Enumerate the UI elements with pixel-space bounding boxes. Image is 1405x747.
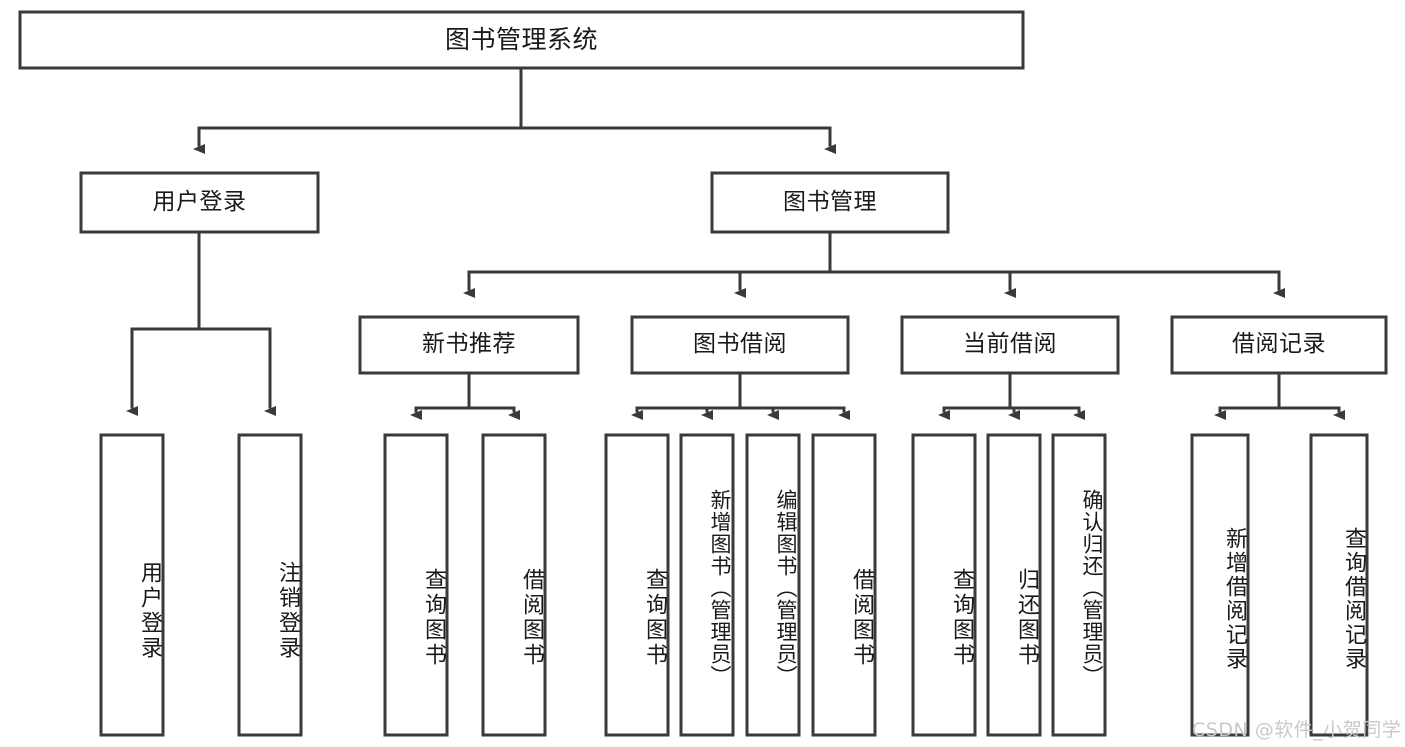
leaf-add-book-admin[interactable] <box>679 433 735 737</box>
leaf-query-book-recommend[interactable] <box>383 433 449 737</box>
node-book-borrow[interactable] <box>630 315 850 375</box>
node-borrow-records[interactable] <box>1170 315 1388 375</box>
leaf-user-logout[interactable] <box>237 433 303 737</box>
node-root[interactable] <box>18 10 1025 70</box>
leaf-return-book[interactable] <box>986 433 1042 737</box>
node-book-management[interactable] <box>710 171 950 234</box>
leaf-add-borrow-record[interactable] <box>1190 433 1250 737</box>
leaf-borrow-book-recommend[interactable] <box>481 433 547 737</box>
leaf-query-book-current[interactable] <box>911 433 977 737</box>
node-current-borrow[interactable] <box>900 315 1120 375</box>
node-new-book-recommend[interactable] <box>358 315 580 375</box>
leaf-lend-book[interactable] <box>811 433 877 737</box>
leaf-query-book-borrow[interactable] <box>604 433 670 737</box>
leaf-edit-book-admin[interactable] <box>745 433 801 737</box>
node-user-login[interactable] <box>79 171 320 234</box>
leaf-query-borrow-record[interactable] <box>1309 433 1369 737</box>
leaf-user-login[interactable] <box>99 433 165 737</box>
leaf-confirm-return-admin[interactable] <box>1051 433 1107 737</box>
